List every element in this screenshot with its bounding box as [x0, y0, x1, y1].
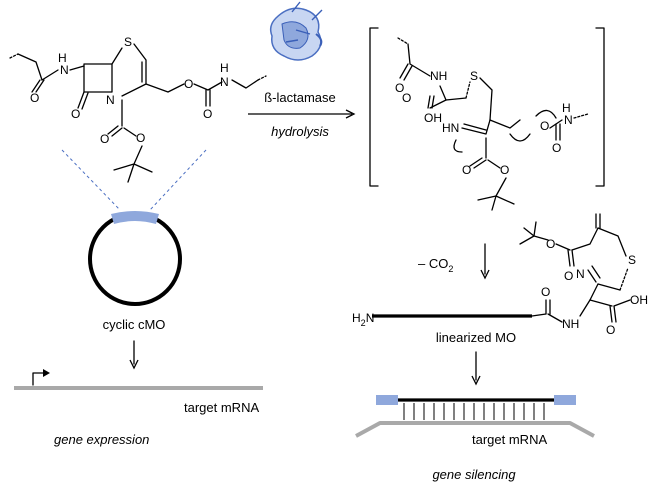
- int-carbonyl-o-atom: O: [395, 81, 404, 95]
- target-mrna-label-left: target mRNA: [184, 400, 259, 415]
- int-carbamate-n-atom: N: [564, 113, 573, 127]
- zoom-line-right: [149, 149, 207, 211]
- int-amide-nh-atom: NH: [430, 69, 447, 83]
- electron-arrow-2: [509, 133, 531, 142]
- duplex: [355, 395, 595, 438]
- frag-tbu-o-atom: O: [546, 237, 555, 251]
- carbamate-h-atom: H: [220, 61, 229, 75]
- frag-acid-o-atom: O: [606, 323, 615, 337]
- zoom-line-left: [61, 149, 121, 211]
- frag-ester-o-atom: O: [564, 269, 573, 283]
- cyclic-mo-ring: [88, 211, 182, 306]
- gene-expression-label: gene expression: [54, 432, 149, 447]
- target-mrna-label-right: target mRNA: [472, 432, 547, 447]
- frag-amide-o-atom: O: [541, 285, 550, 299]
- amide-n-atom: N: [60, 63, 69, 77]
- int-ester-carbonyl-o-atom: O: [462, 163, 471, 177]
- ester-o-atom: O: [184, 77, 193, 91]
- tbu-o-atom: O: [136, 131, 145, 145]
- bracket-right: [595, 27, 605, 187]
- frag-s-atom: S: [628, 253, 636, 267]
- electron-arrow-1: [453, 139, 463, 153]
- int-acid-o-atom: O: [402, 91, 411, 105]
- released-fragment-structure: O O S N NH O OH O: [519, 213, 648, 337]
- carbamate-n-atom: N: [220, 75, 229, 89]
- frag-nh-atom: NH: [562, 317, 579, 331]
- electron-arrow-3: [535, 109, 557, 119]
- linearized-label: linearized MO: [436, 330, 516, 345]
- frag-acid-oh-atom: OH: [630, 293, 648, 307]
- lactam-o-atom: O: [71, 107, 80, 121]
- carbonyl-o-atom: O: [30, 91, 39, 105]
- carbamate-o-atom: O: [203, 107, 212, 121]
- int-tbu-o-atom: O: [500, 163, 509, 177]
- ester-carbonyl-o-atom: O: [100, 132, 109, 146]
- int-s-atom: S: [470, 69, 478, 83]
- amide-h-atom: H: [58, 51, 67, 65]
- thio-s-atom: S: [124, 35, 132, 49]
- hydrolysis-label: hydrolysis: [271, 124, 329, 139]
- promoter-arrow-icon: [32, 372, 47, 386]
- int-hn-atom: HN: [442, 121, 459, 135]
- int-ester-o-atom: O: [540, 119, 549, 133]
- amine-label: H2N: [352, 311, 374, 328]
- int-acid-oh-atom: OH: [424, 111, 442, 125]
- co2-label: – CO2: [418, 256, 453, 274]
- enzyme-label: ß-lactamase: [264, 90, 336, 105]
- bracket-left: [369, 27, 379, 187]
- lactam-n-atom: N: [106, 93, 115, 107]
- int-carbamate-o-atom: O: [552, 141, 561, 155]
- hydrolyzed-intermediate-structure: O NH S OH O HN O O H N O O: [395, 37, 589, 211]
- int-carbamate-nh-atom: H: [562, 101, 571, 115]
- gene-silencing-label: gene silencing: [432, 467, 516, 482]
- enzyme-protein-icon: [269, 1, 323, 61]
- cyclic-label: cyclic cMO: [103, 317, 166, 332]
- cephalosporin-linker-structure: O H N O N S O O H N O O: [9, 35, 267, 183]
- frag-n-atom: N: [576, 267, 585, 281]
